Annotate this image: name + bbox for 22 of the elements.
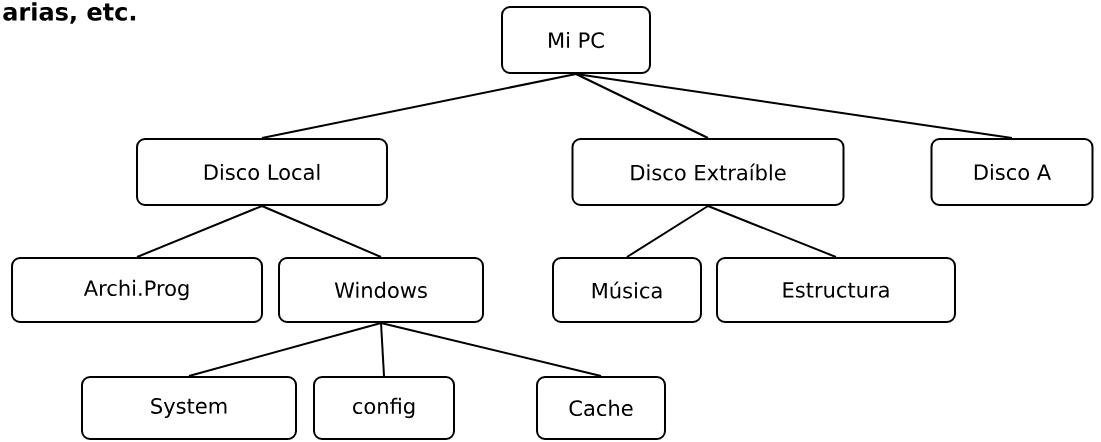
folder-box: Mi PC xyxy=(501,6,651,74)
folder-box: Disco A xyxy=(930,138,1094,206)
folder-box: Disco Extraíble xyxy=(571,138,845,206)
connector-line xyxy=(188,322,382,377)
folder-box: config xyxy=(313,376,455,440)
connector-line xyxy=(261,205,382,258)
connector-line xyxy=(575,73,1013,139)
folder-box: Música xyxy=(552,257,702,323)
connector-line xyxy=(626,205,709,258)
connector-line xyxy=(380,322,385,377)
folder-box: Windows xyxy=(278,257,484,323)
connector-line xyxy=(136,205,263,258)
connector-line xyxy=(261,73,577,139)
folder-box: Cache xyxy=(536,376,666,440)
connector-line xyxy=(575,73,709,139)
folder-box: Archi.Prog xyxy=(11,257,263,323)
folder-box: Estructura xyxy=(716,257,956,323)
folder-box: Disco Local xyxy=(136,138,388,206)
connector-line xyxy=(707,205,837,258)
heading-text: arias, etc. xyxy=(3,2,136,24)
folder-box: System xyxy=(81,376,297,440)
connector-line xyxy=(380,322,602,377)
